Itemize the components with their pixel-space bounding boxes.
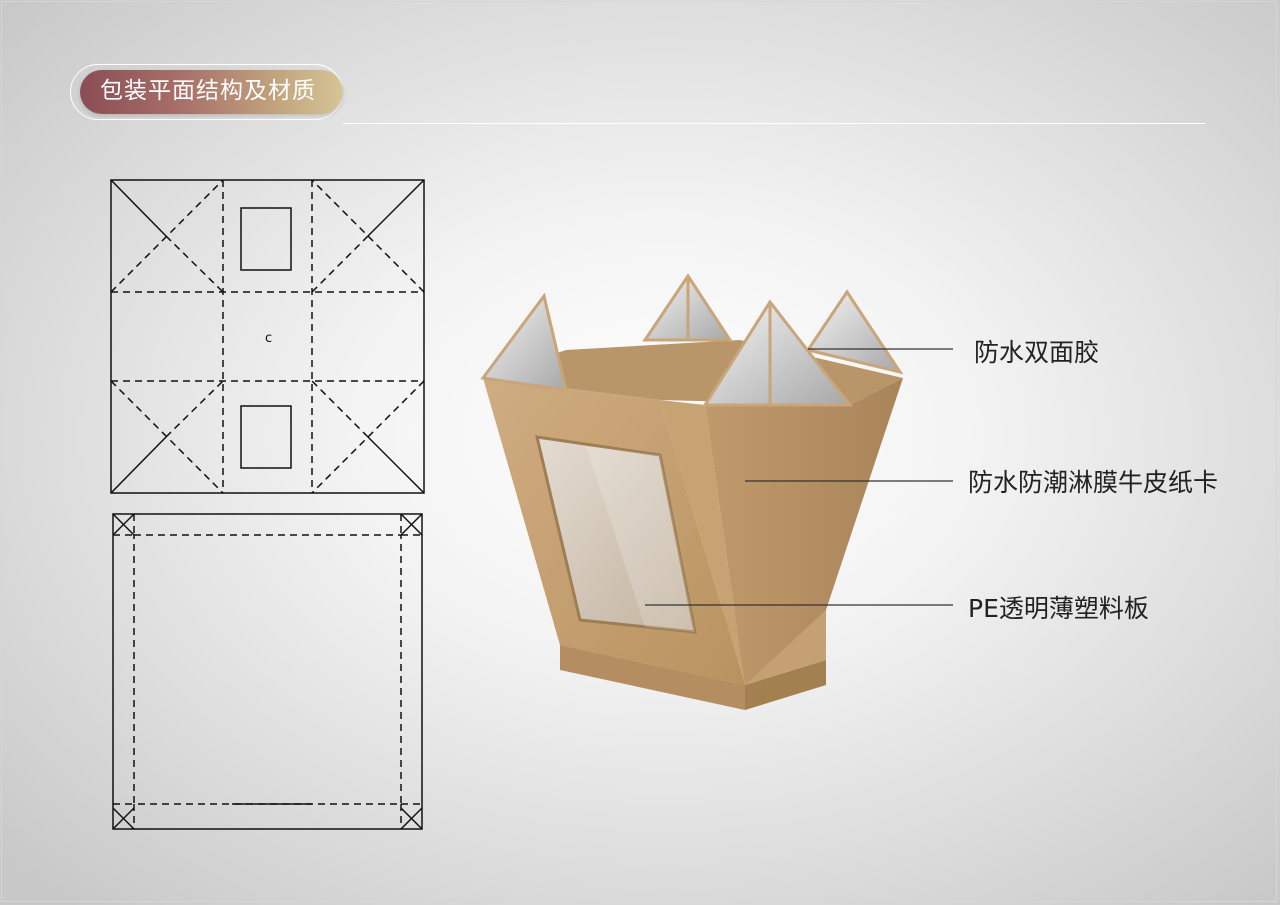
- base-tray-side: [745, 660, 826, 710]
- base-tray-front: [560, 645, 745, 710]
- base-dieline-border: [112, 513, 423, 830]
- section-title: 包装平面结构及材质: [70, 64, 343, 120]
- box-side-wall: [705, 378, 903, 685]
- title-pill: [80, 70, 343, 114]
- top-dieline: [110, 179, 425, 494]
- box-3d-render: [480, 273, 953, 710]
- section-title-text: 包装平面结构及材质: [100, 78, 316, 104]
- flap-right: [805, 289, 904, 375]
- top-dieline-border: [110, 179, 425, 494]
- pe-window: [535, 435, 697, 634]
- top-window-cutout: [240, 207, 292, 271]
- flap-left: [480, 292, 568, 392]
- panel-mark: c: [265, 331, 272, 346]
- callout-kraft-board: 防水防潮淋膜牛皮纸卡: [968, 468, 1219, 497]
- box-fold-strip: [660, 400, 745, 685]
- base-dieline: [112, 513, 423, 830]
- flap-front: [702, 299, 854, 407]
- callout-double-sided-tape: 防水双面胶: [974, 338, 1100, 367]
- callout-pe-sheet: PE透明薄塑料板: [968, 594, 1149, 623]
- bottom-window-cutout: [240, 405, 292, 469]
- header-divider: [343, 123, 1205, 124]
